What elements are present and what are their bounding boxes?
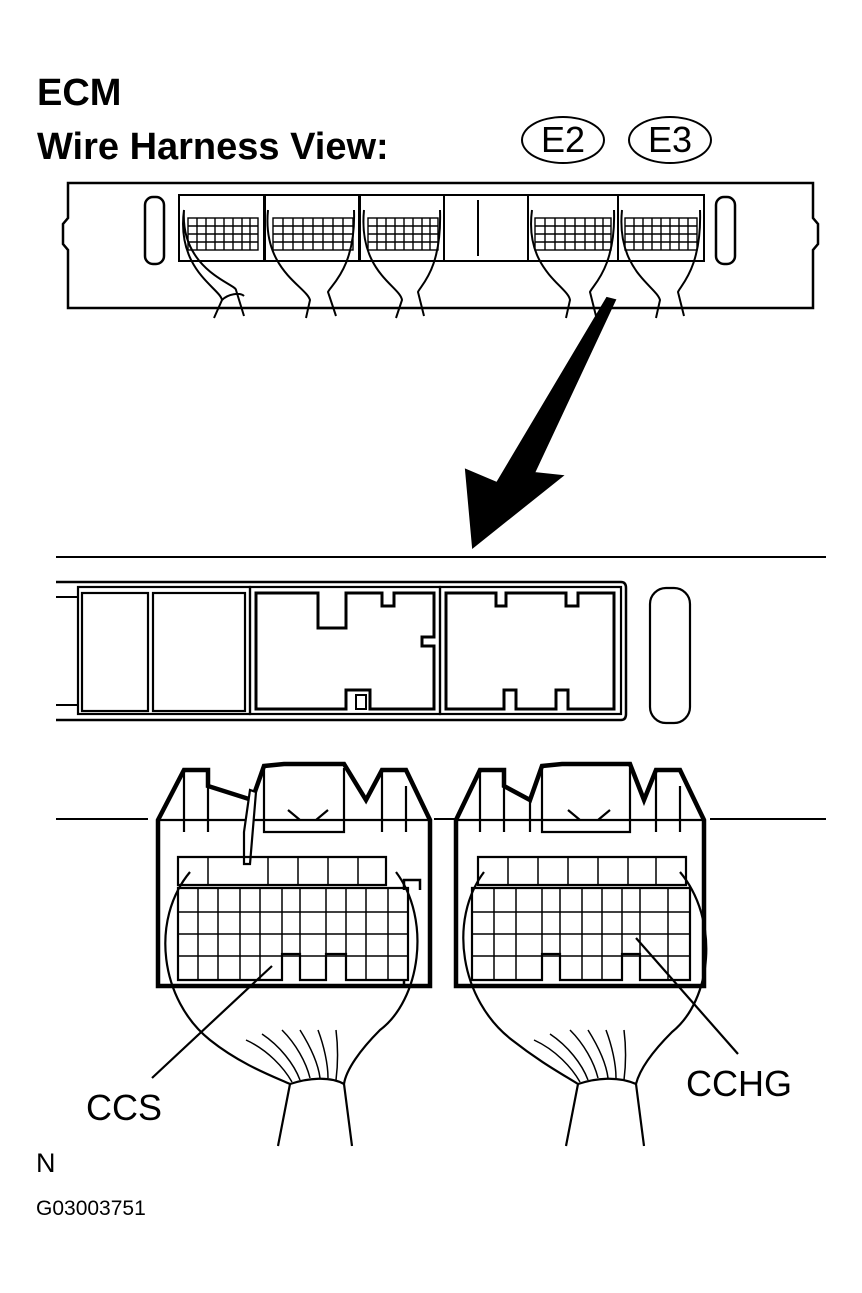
diagram-subtitle: Wire Harness View: — [37, 126, 389, 168]
pointer-arrow — [464, 296, 617, 549]
connector-badge-e3: E3 — [628, 116, 712, 164]
ecm-housing — [61, 181, 820, 310]
ecm-connector-grids — [187, 217, 698, 251]
diagram-title: ECM — [37, 72, 122, 114]
connector-ccs-harness — [164, 871, 419, 1147]
figure-code: G03003751 — [36, 1197, 146, 1220]
connector-ccs-body — [155, 761, 433, 989]
ecm-mount-slot-right — [714, 195, 737, 266]
ecm-enlarged-socket-left — [254, 591, 436, 711]
ecm-overview-harnesses — [182, 209, 702, 319]
ecm-enlarged-blocks — [76, 585, 623, 716]
ecm-enlarged-housing — [56, 580, 628, 722]
leader-ccs — [151, 965, 273, 1079]
ecm-enlarged-socket-right — [444, 591, 616, 711]
terminal-label-cchg: CCHG — [686, 1063, 792, 1104]
terminal-label-ccs: CCS — [86, 1087, 163, 1128]
ecm-connector-blocks — [178, 194, 705, 262]
connector-cchg-harness — [462, 871, 708, 1147]
ecm-enlarged-mount-slot — [648, 586, 692, 725]
connector-badge-e2: E2 — [521, 116, 605, 164]
orientation-label: N — [36, 1148, 56, 1178]
ecm-mount-slot-left — [143, 195, 166, 266]
connector-cchg-body — [453, 761, 707, 989]
leader-cchg — [635, 937, 739, 1055]
